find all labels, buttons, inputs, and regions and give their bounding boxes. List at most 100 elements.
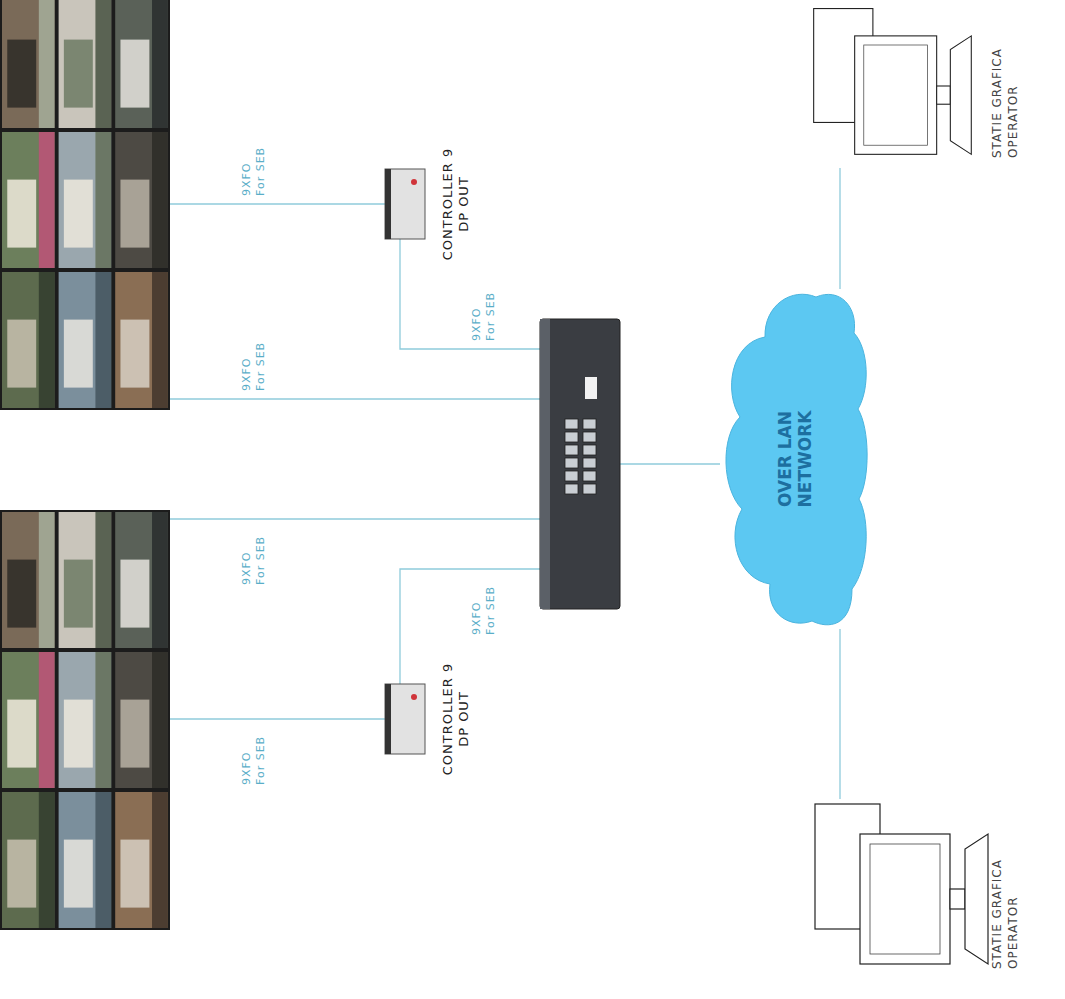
fiber-label: 9XFO For SEB — [470, 576, 499, 636]
camera-image-detail — [64, 840, 93, 908]
camera-image-detail — [152, 272, 168, 408]
controller-led — [411, 694, 417, 700]
camera-image-detail — [95, 132, 111, 268]
video-wall — [0, 0, 170, 410]
controller-body — [385, 169, 425, 239]
network-link — [840, 168, 841, 289]
camera-image-detail — [64, 560, 93, 628]
camera-image — [2, 512, 55, 648]
switch-top — [540, 319, 550, 609]
camera-image-detail — [95, 0, 111, 128]
camera-image-detail — [39, 512, 55, 648]
camera-image — [115, 272, 168, 408]
monitor — [855, 36, 937, 154]
controller-body — [385, 684, 425, 754]
controller-box: CONTROLLER 9 DP OUT — [440, 650, 473, 788]
monitor-stand — [937, 86, 951, 104]
switch-port — [583, 458, 596, 468]
camera-image-detail — [64, 700, 93, 768]
fiber-label: 9XFO For SEB — [470, 282, 499, 342]
switch-port — [583, 484, 596, 494]
camera-image-detail — [152, 652, 168, 788]
link-line — [839, 629, 840, 799]
controller-icon — [385, 684, 425, 754]
switch-port — [583, 419, 596, 429]
camera-image-detail — [152, 792, 168, 928]
network-link — [840, 629, 841, 799]
camera-image — [115, 0, 168, 128]
camera-image — [59, 792, 112, 928]
camera-image — [59, 272, 112, 408]
fiber-line — [170, 203, 385, 204]
switch-port — [583, 445, 596, 455]
fiber-lines — [170, 204, 720, 719]
fiber-line — [400, 239, 540, 349]
fiber-label: 9XFO For SEB — [240, 526, 269, 586]
camera-image-detail — [120, 180, 149, 248]
fiber-line — [170, 518, 540, 519]
camera-image-detail — [95, 272, 111, 408]
camera-image-detail — [120, 560, 149, 628]
camera-image-detail — [7, 320, 36, 388]
switch-body — [540, 319, 620, 609]
camera-image-detail — [64, 40, 93, 108]
camera-image-detail — [39, 792, 55, 928]
camera-image-detail — [152, 132, 168, 268]
camera-image — [115, 652, 168, 788]
monitor-stand — [950, 889, 965, 909]
camera-image-detail — [39, 132, 55, 268]
wall-frame — [0, 0, 170, 410]
cloud-outline — [726, 294, 867, 625]
camera-image — [59, 0, 112, 128]
camera-image-detail — [39, 652, 55, 788]
station-label: STATIE GRAFICA OPERATOR — [990, 18, 1021, 168]
fiber-label: 9XFO For SEB — [240, 137, 269, 197]
camera-image — [2, 792, 55, 928]
cloud-label: OVER LAN NETWORK — [775, 389, 816, 529]
fiber-line — [400, 569, 540, 684]
camera-image-detail — [39, 272, 55, 408]
switch-port — [565, 471, 578, 481]
monitor-screen — [870, 844, 940, 954]
fiber-line — [170, 718, 385, 719]
controller-led — [411, 179, 417, 185]
camera-image — [115, 132, 168, 268]
switch-port — [565, 419, 578, 429]
camera-image — [115, 512, 168, 648]
controller-icon — [385, 169, 425, 239]
switch-port — [583, 432, 596, 442]
controller-edge — [385, 169, 391, 239]
switch-port — [583, 471, 596, 481]
link-line — [839, 168, 840, 289]
camera-image-detail — [95, 512, 111, 648]
camera-image-detail — [120, 40, 149, 108]
wall-frame — [0, 510, 170, 930]
camera-image-detail — [152, 512, 168, 648]
camera-image-detail — [7, 560, 36, 628]
camera-image — [2, 652, 55, 788]
camera-image — [59, 512, 112, 648]
network-switch — [540, 319, 620, 609]
fiber-line — [170, 398, 540, 399]
keyboard — [950, 36, 971, 154]
keyboard — [965, 834, 988, 964]
network-cloud: OVER LAN NETWORK — [720, 289, 870, 629]
camera-image-detail — [7, 180, 36, 248]
camera-image-detail — [64, 320, 93, 388]
camera-image-detail — [120, 840, 149, 908]
switch-port — [565, 484, 578, 494]
switch-tag — [585, 377, 597, 399]
camera-image-detail — [7, 700, 36, 768]
camera-image-detail — [39, 0, 55, 128]
camera-image — [59, 132, 112, 268]
fiber-label: 9XFO For SEB — [240, 332, 269, 392]
operator-station: STATIE GRAFICA OPERATOR — [800, 4, 1021, 168]
camera-image — [59, 652, 112, 788]
video-wall — [0, 510, 170, 930]
camera-image — [2, 272, 55, 408]
workstation-icon — [800, 4, 990, 168]
camera-image-detail — [120, 320, 149, 388]
switch-port — [565, 458, 578, 468]
operator-station: STATIE GRAFICA OPERATOR — [800, 799, 1021, 979]
